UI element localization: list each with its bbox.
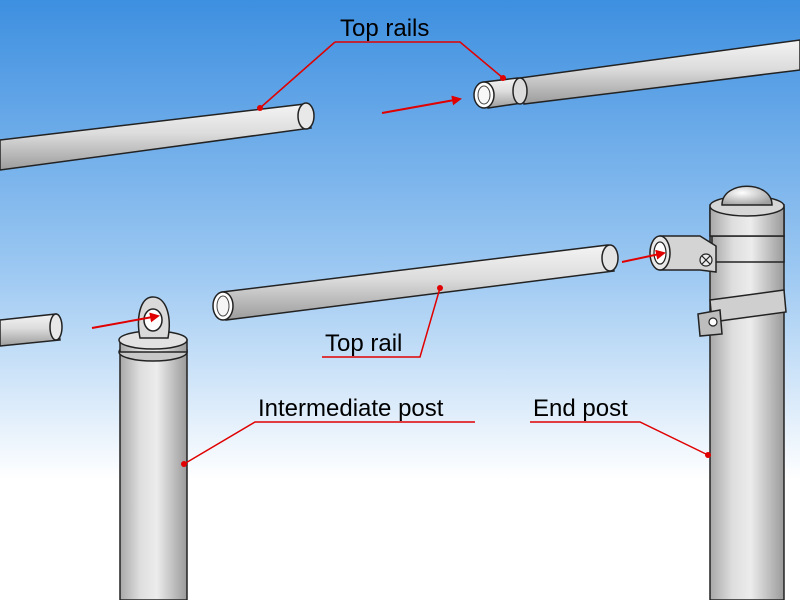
label-intermediate-post: Intermediate post	[258, 395, 444, 422]
label-top-rail: Top rail	[325, 330, 402, 357]
top-rail-upper-right	[473, 39, 800, 109]
leader-end-post	[530, 421, 709, 456]
label-end-post: End post	[533, 395, 628, 422]
intermediate-post	[118, 296, 188, 600]
leader-lines	[183, 41, 709, 465]
leader-dots	[181, 75, 711, 467]
leader-top-rails-right	[335, 41, 504, 79]
leader-intermediate-post	[183, 421, 475, 465]
leader-top-rails-left	[259, 41, 336, 109]
insert-arrow-end	[621, 249, 666, 263]
insert-arrow-top	[381, 95, 462, 114]
insert-arrow-intermediate	[91, 312, 160, 329]
label-top-rails: Top rails	[340, 15, 429, 42]
end-post	[649, 185, 787, 600]
top-rail-upper-left	[0, 102, 315, 171]
top-rail-middle	[212, 244, 619, 321]
top-rail-lower-left-stub	[0, 313, 63, 347]
leader-top-rail	[322, 287, 441, 358]
